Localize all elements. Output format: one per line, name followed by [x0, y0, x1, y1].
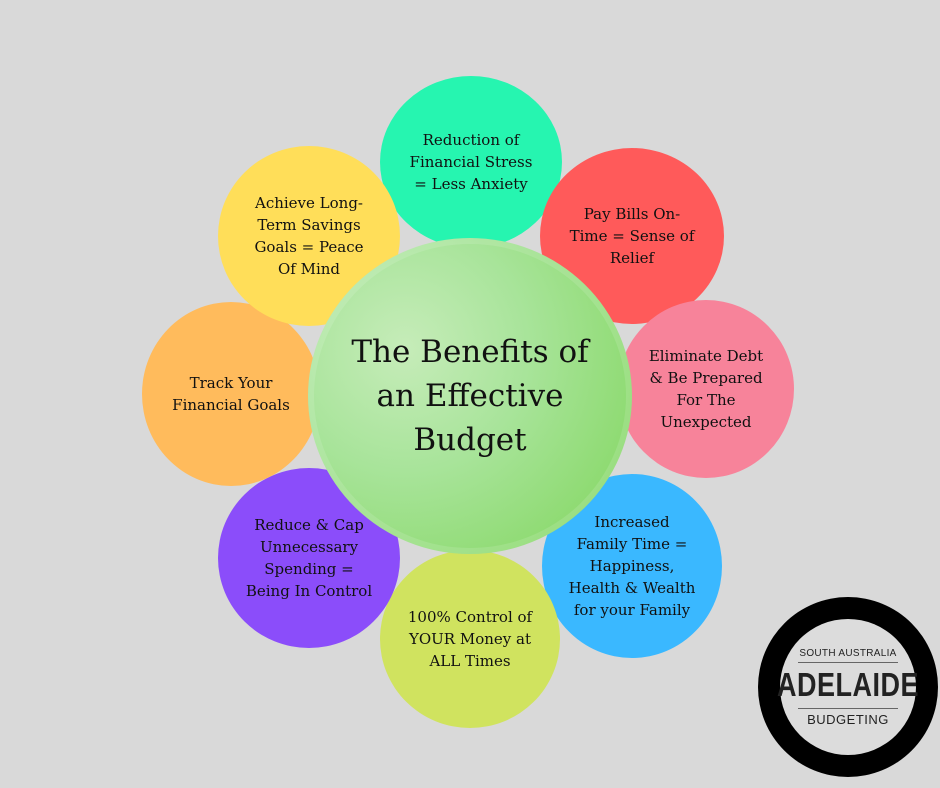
petal-control-of-money: 100% Control of YOUR Money at ALL Times — [380, 550, 560, 728]
logo-divider — [798, 707, 898, 709]
logo-divider — [798, 661, 898, 663]
petal-text: Track Your Financial Goals — [172, 374, 290, 414]
logo-top-text: SOUTH AUSTRALIA — [799, 647, 897, 659]
logo-inner: SOUTH AUSTRALIA ADELAIDE BUDGETING — [777, 619, 920, 755]
center-circle: The Benefits of an Effective Budget — [308, 238, 632, 554]
center-title: The Benefits of an Effective Budget — [351, 334, 589, 458]
petal-achieve-savings-goals: Achieve Long-Term Savings Goals = Peace … — [218, 146, 400, 326]
petal-eliminate-debt: Eliminate Debt & Be Prepared For The Une… — [618, 300, 794, 478]
petal-text: Reduce & Cap Unnecessary Spending = Bein… — [245, 516, 373, 600]
adelaide-budgeting-logo: SOUTH AUSTRALIA ADELAIDE BUDGETING — [758, 597, 938, 777]
petal-text: Reduction of Financial Stress = Less Anx… — [409, 131, 533, 193]
petal-text: 100% Control of YOUR Money at ALL Times — [407, 608, 533, 670]
petal-track-financial-goals: Track Your Financial Goals — [142, 302, 320, 486]
petal-text: Increased Family Time = Happiness, Healt… — [568, 513, 696, 619]
petal-text: Eliminate Debt & Be Prepared For The Une… — [648, 347, 764, 431]
petal-text: Achieve Long-Term Savings Goals = Peace … — [254, 194, 364, 278]
logo-bottom-text: BUDGETING — [807, 711, 889, 727]
logo-main-text: ADELAIDE — [777, 665, 920, 704]
petal-text: Pay Bills On-Time = Sense of Relief — [569, 205, 695, 267]
petal-increased-family-time: Increased Family Time = Happiness, Healt… — [542, 474, 722, 658]
petal-reduction-of-financial-stress: Reduction of Financial Stress = Less Anx… — [380, 76, 562, 248]
